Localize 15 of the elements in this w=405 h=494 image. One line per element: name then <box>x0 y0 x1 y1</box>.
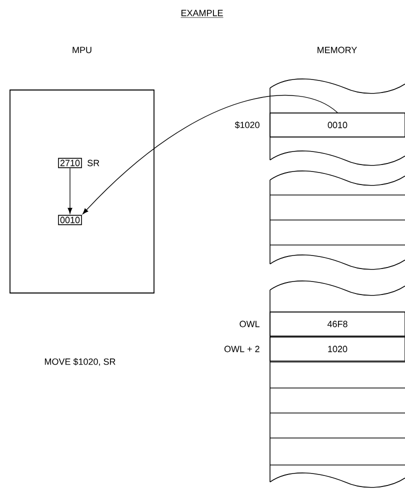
node-label: MPU <box>72 46 92 54</box>
address-label: $1020 <box>234 121 260 129</box>
register-box: 2710 <box>58 158 82 168</box>
title: EXAMPLE <box>180 10 224 18</box>
address-label: OWL <box>240 320 260 328</box>
arrow <box>68 168 72 214</box>
memory-cell: 46F8 <box>270 312 405 336</box>
instruction-text: MOVE $1020, SR <box>44 358 116 366</box>
memory-cell: 1020 <box>270 336 405 362</box>
column-heading: MEMORY <box>318 46 357 54</box>
register-label: SR <box>88 160 100 166</box>
address-label: OWL + 2 <box>224 346 260 352</box>
arrow <box>82 95 338 214</box>
memory-cell: 0010 <box>270 112 405 138</box>
register-box: 0010 <box>58 214 82 226</box>
